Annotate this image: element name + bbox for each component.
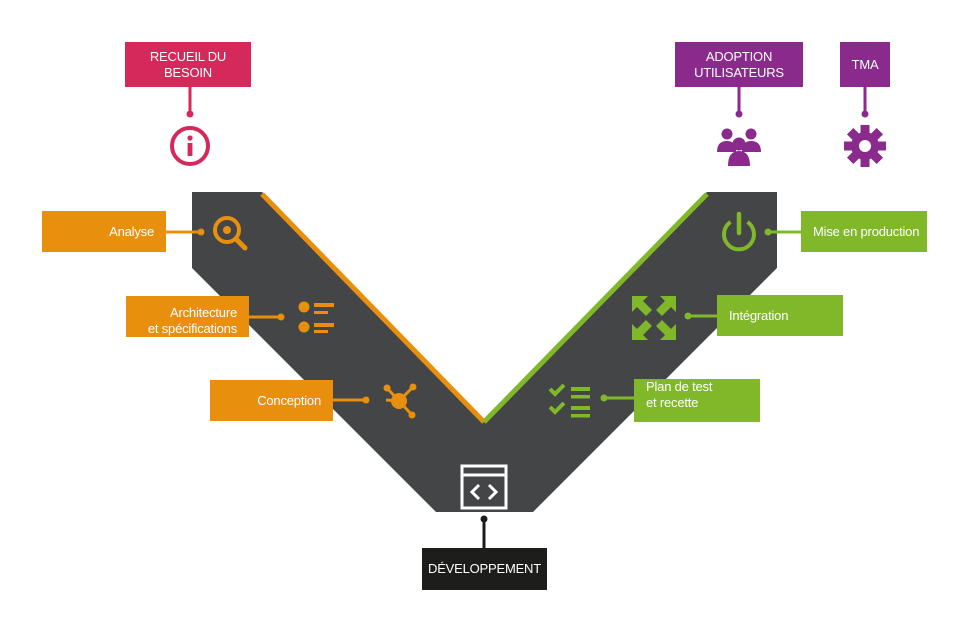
list-icon bbox=[298, 301, 334, 333]
plan-label-line1: Plan de test bbox=[646, 379, 713, 394]
plan-label-line2: et recette bbox=[646, 395, 699, 410]
connector-dot-tma bbox=[861, 110, 869, 118]
connector-dot-mise-en-production bbox=[764, 228, 772, 236]
left-band-accent bbox=[260, 192, 486, 424]
mise-en-production-label: Mise en production bbox=[813, 223, 920, 239]
analyse-box: Analyse bbox=[42, 211, 166, 252]
adoption-label-line2: UTILISATEURS bbox=[694, 64, 784, 80]
developpement-box: DÉVELOPPEMENT bbox=[422, 548, 547, 590]
code-window-icon bbox=[460, 464, 508, 510]
adoption-utilisateurs-box: ADOPTION UTILISATEURS bbox=[675, 42, 803, 87]
gear-icon bbox=[844, 125, 886, 167]
connector-dot-plan bbox=[600, 394, 608, 402]
mise-en-production-box: Mise en production bbox=[801, 211, 927, 252]
connector-dot-developpement bbox=[480, 515, 488, 523]
conception-box: Conception bbox=[210, 380, 333, 421]
integration-label: Intégration bbox=[729, 307, 789, 323]
integration-box: Intégration bbox=[717, 295, 843, 336]
connector-dot-integration bbox=[684, 312, 692, 320]
architecture-box: Architecture et spécifications bbox=[126, 296, 249, 337]
right-band-accent bbox=[482, 192, 709, 424]
checklist-icon bbox=[548, 383, 590, 418]
architecture-label-line2: et spécifications bbox=[147, 321, 237, 336]
adoption-label-line1: ADOPTION bbox=[705, 48, 773, 64]
tma-label: TMA bbox=[851, 56, 879, 72]
connector-dot-analyse bbox=[197, 228, 205, 236]
users-icon bbox=[717, 128, 761, 166]
connector-dot-architecture bbox=[277, 313, 285, 321]
connector-dot-conception bbox=[362, 396, 370, 404]
developpement-label: DÉVELOPPEMENT bbox=[428, 561, 541, 576]
recueil-du-besoin-label: RECUEIL DU BESOIN bbox=[149, 48, 227, 80]
v-band bbox=[192, 192, 777, 512]
plan-de-test-box: Plan de test et recette bbox=[634, 379, 760, 422]
arrows-expand-icon bbox=[632, 296, 676, 340]
conception-label: Conception bbox=[257, 392, 321, 408]
tma-box: TMA bbox=[840, 42, 890, 87]
connector-dot-adoption bbox=[735, 110, 743, 118]
recueil-du-besoin-box: RECUEIL DU BESOIN bbox=[125, 42, 251, 87]
architecture-label-line1: Architecture bbox=[170, 305, 237, 320]
connector-dot-recueil bbox=[186, 110, 194, 118]
power-icon bbox=[722, 211, 756, 252]
info-icon bbox=[170, 126, 210, 166]
magnifier-icon bbox=[213, 216, 248, 251]
analyse-label: Analyse bbox=[109, 223, 154, 239]
network-icon bbox=[383, 383, 417, 419]
